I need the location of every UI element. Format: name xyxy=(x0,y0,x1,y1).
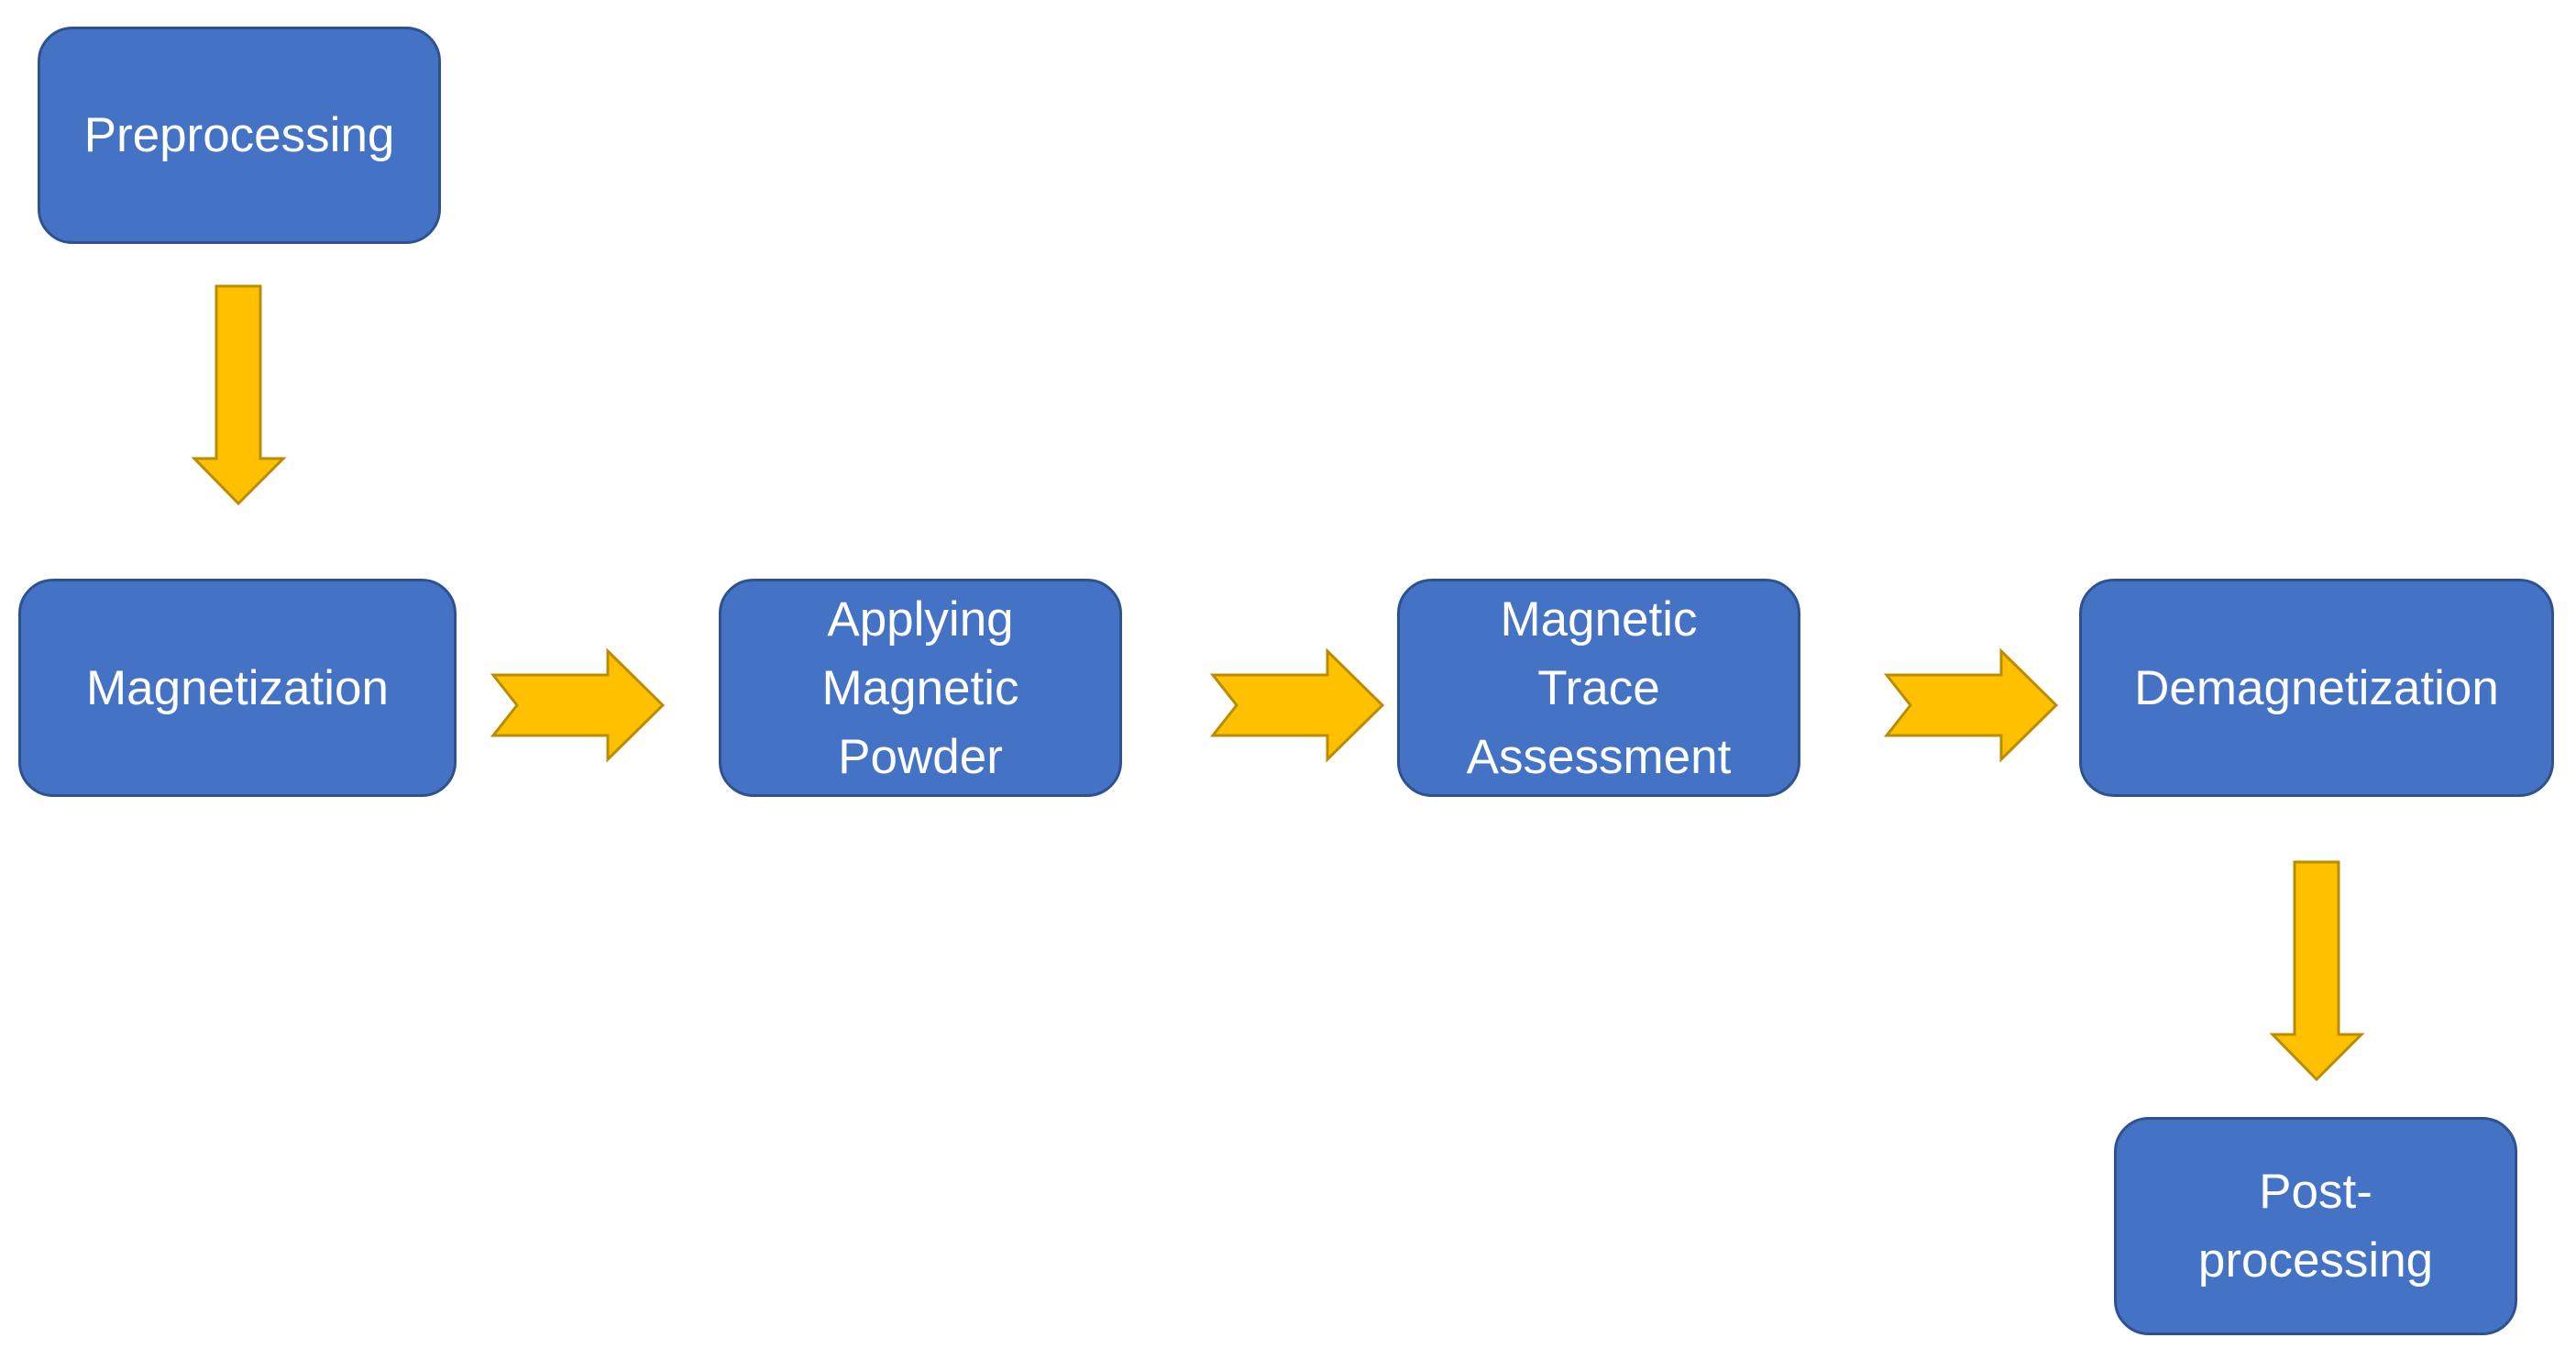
chevron-arrow-right-icon xyxy=(1209,647,1385,763)
arrow-down-icon xyxy=(191,284,287,506)
node-label-magnetic-trace-assessment: Magnetic Trace Assessment xyxy=(1466,592,1732,784)
chevron-arrow-right-icon xyxy=(490,647,666,763)
node-label-preprocessing: Preprocessing xyxy=(83,108,395,162)
node-demagnetization: Demagnetization xyxy=(2079,579,2554,797)
node-magnetization: Magnetization xyxy=(18,579,457,797)
node-applying-magnetic-powder: Applying Magnetic Powder xyxy=(719,579,1122,797)
node-preprocessing: Preprocessing xyxy=(38,27,441,244)
node-label-post-processing: Post- processing xyxy=(2197,1165,2434,1288)
node-magnetic-trace-assessment: Magnetic Trace Assessment xyxy=(1397,579,1800,797)
node-label-magnetization: Magnetization xyxy=(86,660,389,715)
node-post-processing: Post- processing xyxy=(2114,1117,2517,1335)
arrow-down-icon xyxy=(2269,860,2365,1082)
chevron-arrow-right-icon xyxy=(1883,647,2059,763)
node-label-applying-magnetic-powder: Applying Magnetic Powder xyxy=(821,592,1019,784)
node-label-demagnetization: Demagnetization xyxy=(2134,660,2499,715)
